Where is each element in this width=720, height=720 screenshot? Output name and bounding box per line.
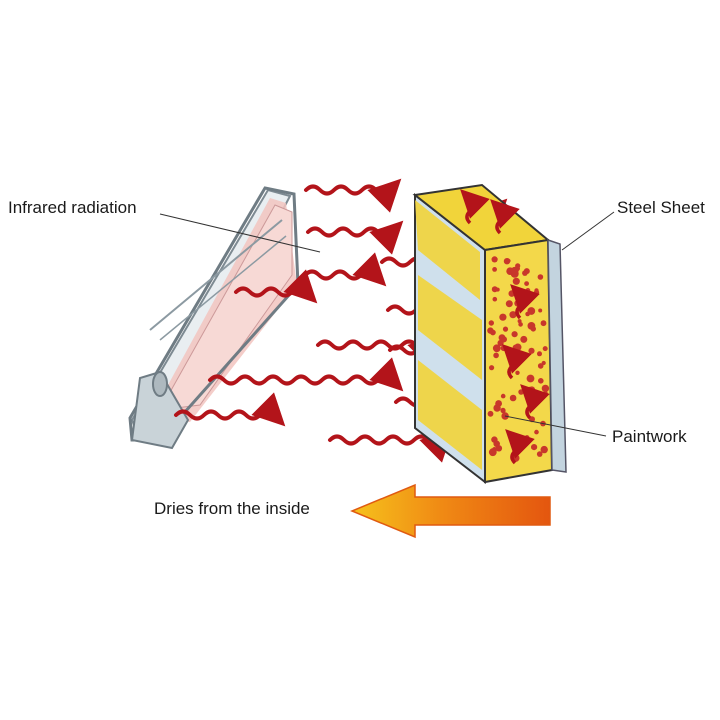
paint-dot: [520, 335, 528, 343]
paint-dot: [506, 258, 511, 263]
infrared-wave-icon: [304, 178, 402, 213]
paint-dot: [500, 334, 505, 339]
paint-dot: [502, 326, 509, 332]
leader-line-infrared: [159, 213, 321, 253]
infrared-wave-icon: [234, 269, 318, 304]
infrared-wave-icon: [306, 220, 404, 255]
paint-dot: [540, 445, 548, 454]
paint-dot: [492, 344, 501, 353]
inner-drying-wave-icon: [460, 189, 490, 225]
paint-dot: [508, 290, 516, 297]
paint-dot: [537, 274, 544, 280]
paint-dot: [510, 266, 519, 275]
paint-dot: [505, 300, 513, 308]
paint-dot: [541, 360, 546, 366]
infrared-wave-icon: [208, 357, 404, 392]
paint-dot: [524, 435, 530, 441]
infrared-wave-icon: [174, 392, 286, 427]
paint-dot: [490, 329, 496, 336]
paint-dot: [492, 267, 497, 272]
paint-dot: [533, 289, 540, 296]
paint-dot: [489, 365, 495, 371]
paint-dot: [522, 270, 528, 276]
paint-dot: [493, 352, 499, 359]
infrared-wave-icon: [316, 333, 442, 368]
paint-dot: [517, 319, 522, 324]
leader-line-paint: [504, 415, 607, 437]
infrared-wave-icon: [303, 252, 387, 287]
inner-drying-wave-icon: [520, 384, 550, 420]
leader-line-steel: [561, 211, 615, 251]
paint-dot: [527, 386, 533, 392]
paint-dot: [493, 404, 501, 412]
paintwork-label: Paintwork: [612, 427, 687, 446]
paint-dot: [500, 393, 506, 399]
paint-dot: [528, 347, 535, 354]
paint-dot: [536, 451, 543, 457]
paint-dot: [534, 429, 539, 435]
paint-dot: [488, 320, 494, 326]
infrared-wave-icon: [328, 428, 454, 463]
paint-dot: [537, 363, 544, 369]
drying-direction-arrow-icon: [350, 483, 551, 539]
paint-dot: [511, 331, 518, 338]
infrared-radiation-label: Infrared radiation: [8, 198, 137, 217]
paint-dot: [537, 351, 542, 357]
paint-dot: [509, 394, 517, 402]
paint-dot: [541, 384, 550, 393]
paint-dot: [543, 391, 548, 396]
inner-drying-wave-icon: [505, 429, 535, 465]
paint-dot: [491, 256, 498, 263]
paint-dot: [487, 410, 494, 417]
infrared-heater-icon: [128, 186, 300, 450]
steel-sheet-label: Steel Sheet: [617, 198, 705, 217]
paint-dot: [542, 346, 548, 352]
inner-drying-wave-icon: [490, 199, 520, 235]
paint-dot: [524, 281, 529, 286]
paint-dot: [499, 313, 507, 321]
paint-dot: [526, 374, 535, 383]
paint-dot: [492, 296, 498, 302]
inner-drying-wave-icon: [502, 344, 532, 380]
paint-dot: [538, 378, 544, 384]
paint-dot: [495, 445, 503, 452]
paint-dot: [540, 320, 547, 327]
paint-dot: [525, 288, 531, 293]
paintwork-dots: [460, 189, 550, 465]
paint-dot: [518, 389, 524, 395]
paint-dot: [538, 308, 543, 313]
paint-dot: [491, 286, 498, 293]
paint-dot: [518, 322, 523, 327]
paint-dot: [500, 345, 507, 352]
dries-from-inside-label: Dries from the inside: [154, 499, 310, 518]
inner-drying-wave-icon: [510, 284, 540, 320]
paint-dot: [519, 354, 524, 360]
paint-dot: [515, 370, 520, 375]
paint-dot: [512, 344, 518, 350]
paint-dot: [512, 277, 520, 285]
paint-dot: [527, 322, 536, 330]
paint-dot: [531, 444, 538, 451]
paint-dot: [500, 407, 506, 413]
paint-dot: [527, 307, 536, 315]
